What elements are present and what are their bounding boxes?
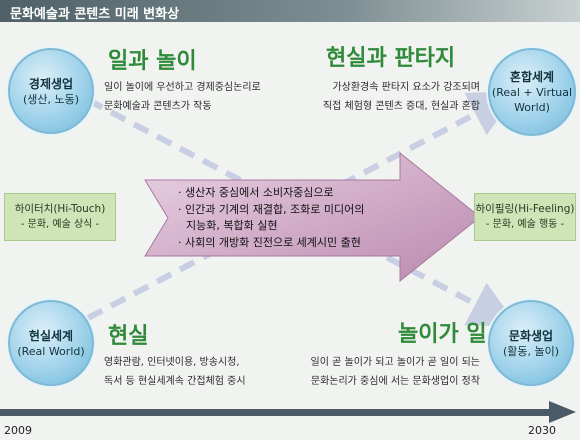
side-box-subtitle: - 문화, 예술 행동 - — [485, 219, 565, 230]
desc-line: 일이 놀이에 우선하고 경제중심논리로 — [104, 82, 261, 93]
circle-subtitle: (Real World) — [17, 344, 85, 358]
timeline-start-year: 2009 — [4, 424, 32, 437]
desc-line: 직접 체험형 콘텐츠 증대, 현실과 혼합 — [322, 101, 480, 112]
quadrant-title-reality: 현실 — [108, 324, 149, 349]
quadrant-title-work-and-play: 일과 놀이 — [108, 49, 197, 74]
circle-title: 문화생업 — [508, 328, 554, 343]
circle-subtitle: (Real + Virtual — [491, 86, 573, 99]
circle-subtitle: (활동, 놀이) — [502, 344, 560, 358]
side-box-title: 하이터치(Hi-Touch) — [14, 203, 106, 215]
circle-economic-production: 경제생업 (생산, 노동) — [8, 48, 94, 134]
side-box-hi-touch: 하이터치(Hi-Touch) - 문화, 예술 상식 - — [4, 193, 116, 241]
desc-line: 가상환경속 판타지 요소가 강조되며 — [332, 82, 480, 93]
circle-title: 경제생업 — [28, 76, 74, 91]
arrow-item: 지능화, 복합화 실현 — [186, 219, 278, 232]
quadrant-desc-reality: 영화관람, 인터넷이용, 방송시청, 독서 등 현실세계속 간접체험 중시 — [104, 353, 246, 391]
desc-line: 문화예술과 콘텐츠가 작동 — [104, 101, 212, 112]
timeline-arrowhead — [549, 401, 576, 423]
arrow-item: · 사회의 개방화 진전으로 세계시민 출현 — [178, 235, 361, 249]
quadrant-desc-reality-and-fantasy: 가상환경속 판타지 요소가 강조되며 직접 체험형 콘텐츠 증대, 현실과 혼합 — [298, 78, 480, 116]
quadrant-title-play-is-work: 놀이가 일 — [398, 322, 487, 347]
header-bar: 문화예술과 콘텐츠 미래 변화상 — [0, 0, 580, 22]
desc-line: 영화관람, 인터넷이용, 방송시청, — [104, 357, 240, 368]
side-box-hi-feeling: 하이필링(Hi-Feeling) - 문화, 예술 행동 - — [474, 193, 576, 241]
circle-subtitle: (생산, 노동) — [22, 92, 80, 106]
circle-mixed-world: 혼합세계 (Real + Virtual World) — [488, 48, 576, 136]
desc-line: 독서 등 현실세계속 간접체험 중시 — [104, 376, 246, 387]
arrow-item: · 인간과 기계의 재결합, 조화로 미디어의 — [178, 202, 365, 216]
side-box-title: 하이필링(Hi-Feeling) — [475, 203, 575, 215]
timeline-end-year: 2030 — [528, 424, 556, 437]
circle-subtitle-2: World) — [514, 101, 550, 114]
circle-real-world: 현실세계 (Real World) — [8, 300, 94, 386]
circle-cultural-production: 문화생업 (활동, 놀이) — [488, 300, 574, 386]
quadrant-title-reality-and-fantasy: 현실과 판타지 — [326, 46, 456, 71]
arrow-item: · 생산자 중심에서 소비자중심으로 — [178, 186, 334, 199]
quadrant-desc-play-is-work: 일이 곧 놀이가 되고 놀이가 곧 일이 되는 문화논리가 중심에 서는 문화생… — [282, 353, 480, 391]
central-arrow — [144, 151, 481, 283]
desc-line: 문화논리가 중심에 서는 문화생업이 정착 — [310, 376, 480, 387]
quadrant-desc-work-and-play: 일이 놀이에 우선하고 경제중심논리로 문화예술과 콘텐츠가 작동 — [104, 78, 261, 116]
timeline-bar — [0, 409, 552, 416]
circle-title: 현실세계 — [28, 328, 74, 343]
diagram-title: 문화예술과 콘텐츠 미래 변화상 — [10, 7, 180, 22]
arrow-content: · 생산자 중심에서 소비자중심으로 · 인간과 기계의 재결합, 조화로 미디… — [178, 185, 428, 251]
desc-line: 일이 곧 놀이가 되고 놀이가 곧 일이 되는 — [310, 357, 480, 368]
side-box-subtitle: - 문화, 예술 상식 - — [20, 219, 100, 230]
circle-title: 혼합세계 — [509, 70, 555, 84]
